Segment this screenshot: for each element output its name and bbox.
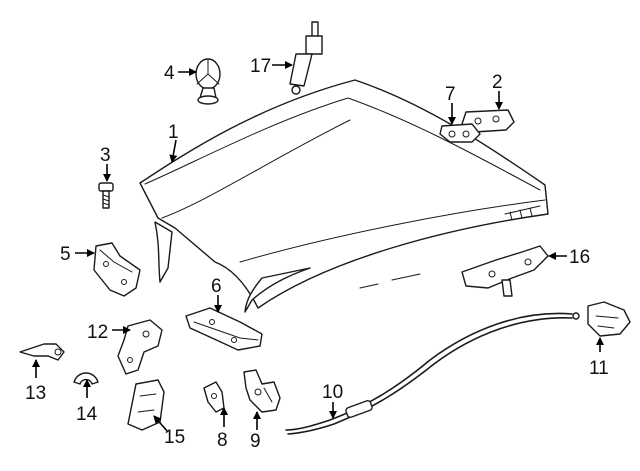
hood-latch <box>243 369 281 413</box>
clip-bracket <box>203 381 225 413</box>
callout-8: 8 <box>217 430 228 451</box>
hood-bracket <box>461 109 515 133</box>
release-cable <box>285 312 580 435</box>
hood-ornament <box>195 58 221 105</box>
callout-1: 1 <box>168 122 179 143</box>
callout-13: 13 <box>25 383 46 404</box>
callout-9: 9 <box>250 431 261 452</box>
callout-12: 12 <box>87 322 108 343</box>
callout-10: 10 <box>322 382 343 403</box>
callout-16: 16 <box>569 247 590 268</box>
callout-2: 2 <box>492 72 503 93</box>
leader-1 <box>169 139 178 163</box>
callout-4: 4 <box>164 63 175 84</box>
bolt <box>98 182 114 209</box>
callout-3: 3 <box>100 145 111 166</box>
callout-11: 11 <box>589 358 609 379</box>
hinge-plate <box>93 242 141 297</box>
support-bracket <box>127 379 165 431</box>
callout-7: 7 <box>445 84 456 105</box>
callout-14: 14 <box>76 404 98 425</box>
latch-assembly <box>587 301 631 337</box>
callout-15: 15 <box>164 427 185 448</box>
leader-15 <box>153 415 169 433</box>
hood-hinge <box>185 307 263 351</box>
hook-clip <box>19 343 65 361</box>
gas-strut <box>289 21 323 95</box>
callout-6: 6 <box>211 276 222 297</box>
callout-17: 17 <box>250 56 271 77</box>
mounting-bracket <box>117 319 163 375</box>
spring-clip <box>73 372 99 385</box>
callout-5: 5 <box>60 244 71 265</box>
lock-bracket <box>461 245 549 297</box>
bumper-stop <box>439 123 481 143</box>
